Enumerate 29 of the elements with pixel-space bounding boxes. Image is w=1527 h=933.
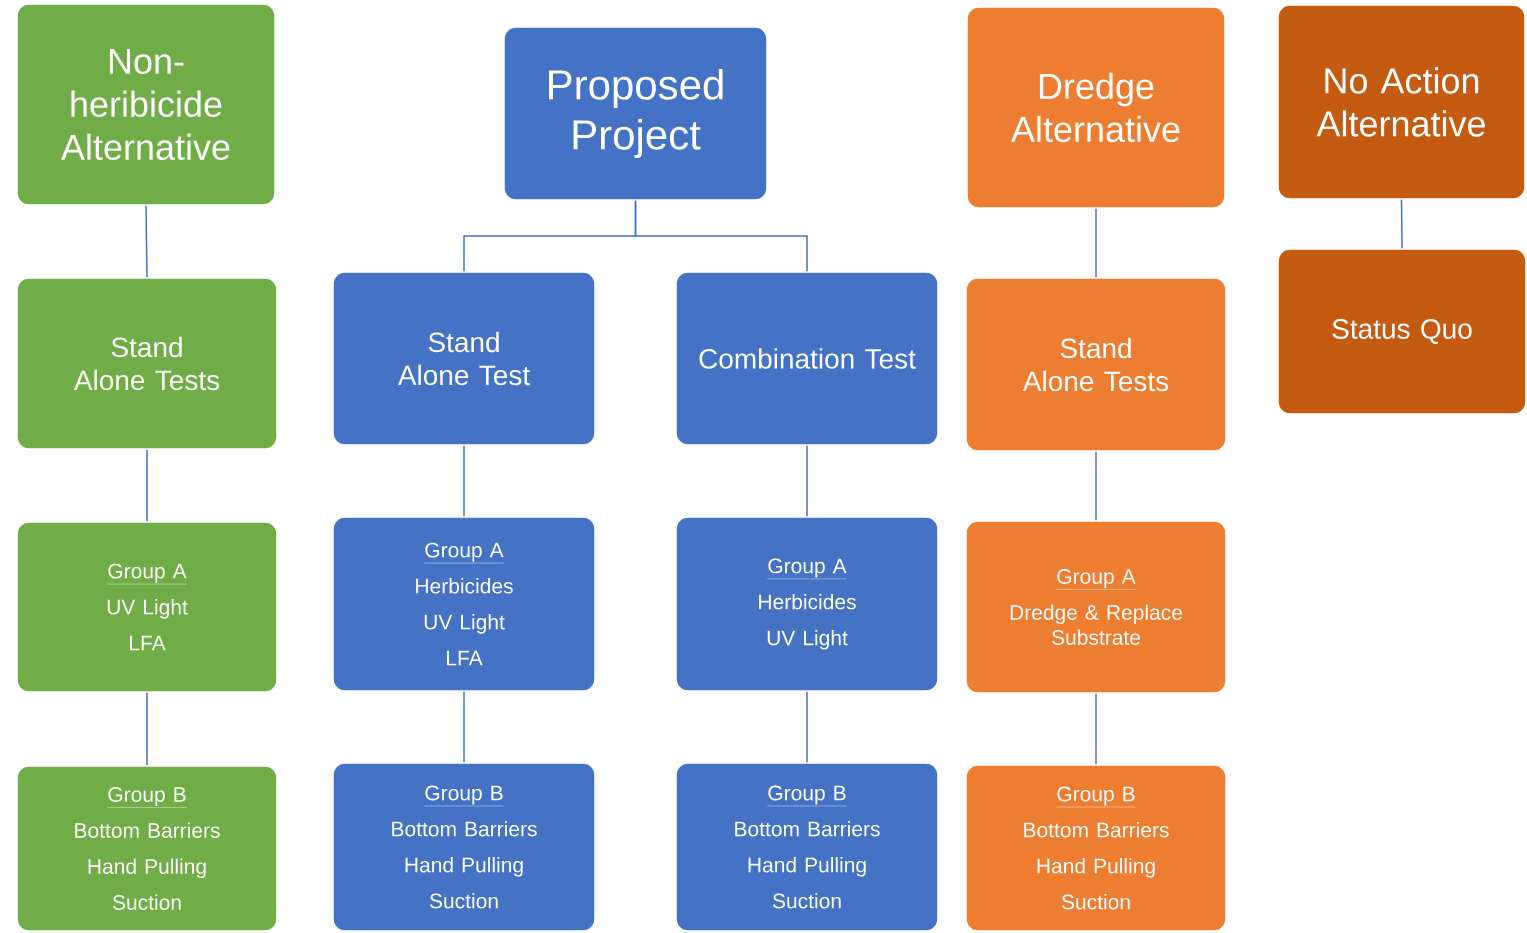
connector-line: [1095, 451, 1097, 521]
category-box: Proposed Project: [503, 26, 768, 201]
category-box: Stand Alone Tests: [16, 277, 278, 450]
category-box: Stand Alone Test: [332, 271, 596, 446]
category-box: Status Quo: [1277, 248, 1527, 415]
group-box: Group A Herbicides UV Light LFA: [332, 516, 596, 692]
group-box: Group A UV Light LFA: [16, 521, 278, 693]
category-box: Non-heribicide Alternative: [16, 3, 276, 206]
group-box: Group B Bottom Barriers Hand Pulling Suction: [675, 762, 939, 932]
connector-line: [145, 205, 148, 278]
group-box: Group A Dredge & Replace Substrate: [965, 520, 1227, 694]
connector-line: [463, 445, 465, 517]
group-box: Group A Herbicides UV Light: [675, 516, 939, 692]
connector-line: [146, 692, 148, 766]
connector-line: [1095, 693, 1097, 765]
group-box: Group B Bottom Barriers Hand Pulling Suction: [16, 765, 278, 932]
group-box: Group B Bottom Barriers Hand Pulling Suction: [332, 762, 596, 932]
category-box: Stand Alone Tests: [965, 277, 1227, 452]
connector-line: [146, 449, 148, 522]
category-box: Combination Test: [675, 271, 939, 446]
connector-line: [806, 691, 808, 763]
category-box: Dredge Alternative: [966, 6, 1226, 209]
category-box: No Action Alternative: [1277, 4, 1526, 200]
connector-line: [463, 691, 465, 763]
group-box: Group B Bottom Barriers Hand Pulling Suction: [965, 764, 1227, 932]
connector-line: [1400, 199, 1403, 249]
connector-line: [1095, 208, 1097, 278]
connector-line: [634, 200, 808, 272]
connector-line: [806, 445, 808, 517]
